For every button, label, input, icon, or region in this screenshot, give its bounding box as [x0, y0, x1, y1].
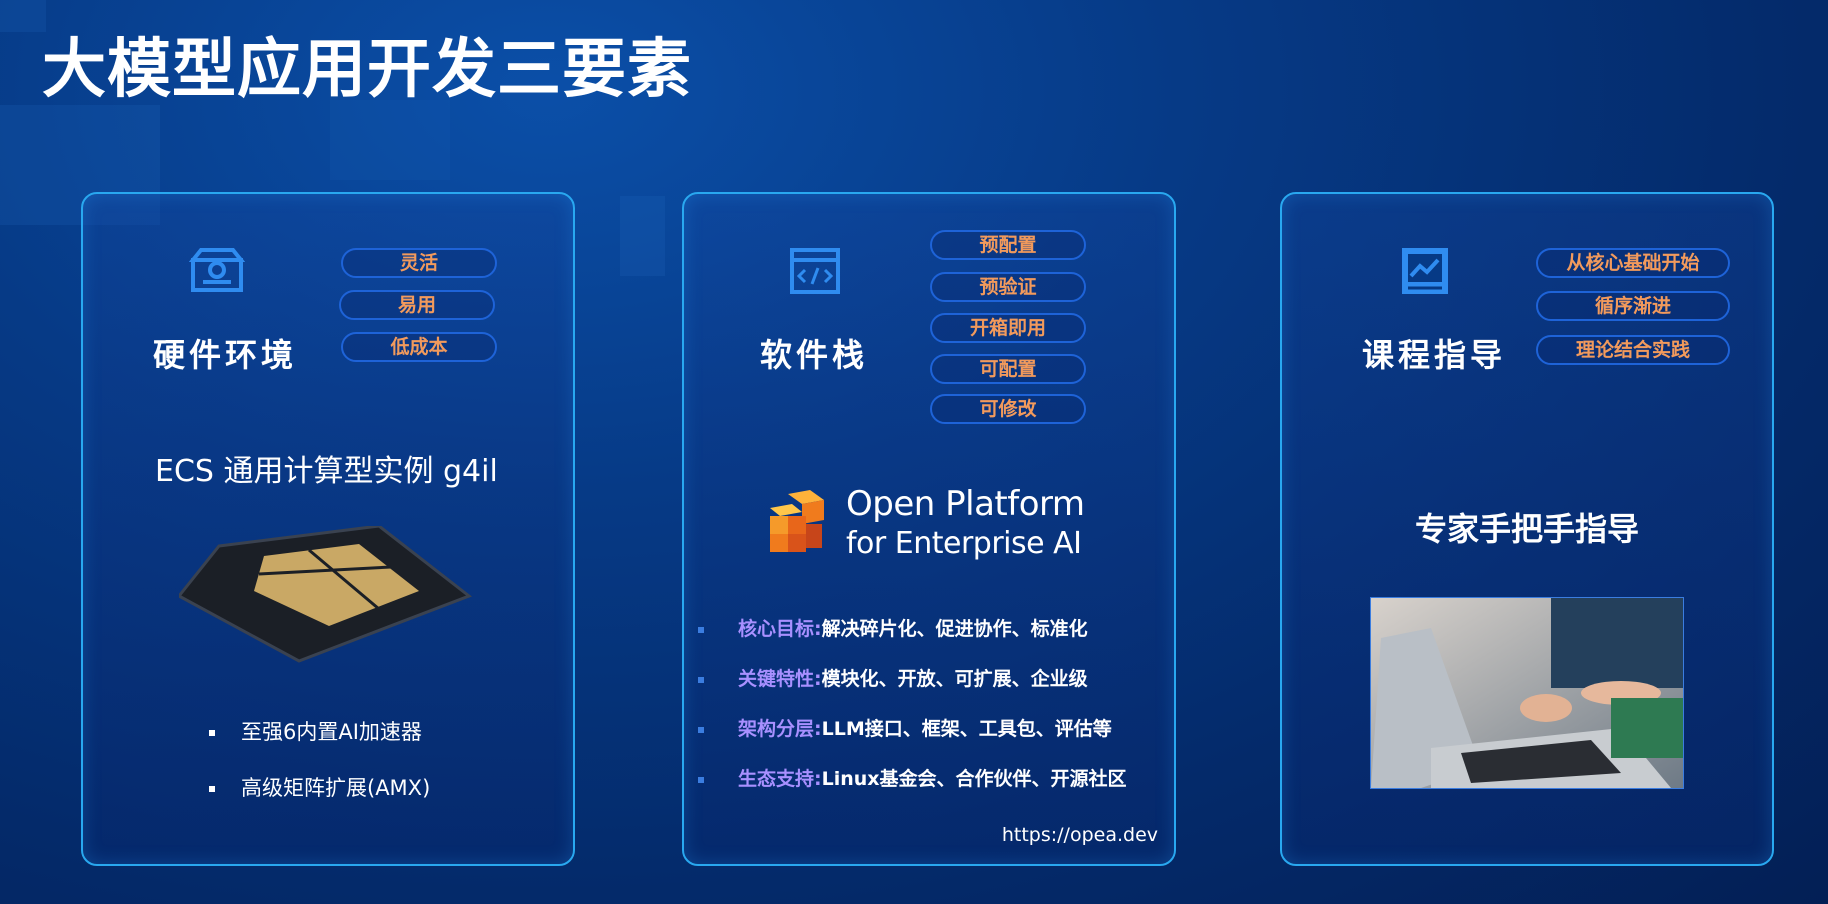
instance-subtitle: ECS 通用计算型实例 g4il: [155, 454, 498, 489]
opea-url-link[interactable]: https://opea.dev: [1001, 824, 1158, 846]
software-tag: 预验证: [930, 272, 1086, 302]
feature-item: 核心目标:解决碎片化、促进协作、标准化: [698, 614, 1088, 641]
software-tag: 开箱即用: [930, 313, 1086, 343]
hardware-tag: 易用: [339, 290, 495, 320]
software-card: 软件栈 预配置 预验证 开箱即用 可配置 可修改 Open Platform f…: [682, 192, 1176, 866]
feature-item: 架构分层:LLM接口、框架、工具包、评估等: [698, 714, 1112, 741]
opea-name-line1: Open Platform: [846, 484, 1085, 524]
processor-chip-image: [179, 526, 473, 663]
software-tag: 预配置: [930, 230, 1086, 260]
drive-icon: [189, 248, 245, 292]
opea-logo-icon: [770, 490, 824, 552]
chart-board-icon: [1402, 248, 1448, 294]
page-title: 大模型应用开发三要素: [42, 33, 692, 107]
course-heading: 课程指导: [1362, 336, 1507, 374]
hardware-bullet: 至强6内置AI加速器: [209, 716, 422, 746]
feature-item: 关键特性:模块化、开放、可扩展、企业级: [698, 664, 1088, 691]
hardware-tag: 灵活: [341, 248, 497, 278]
course-tag: 循序渐进: [1536, 291, 1730, 321]
expert-guidance-text: 专家手把手指导: [1415, 510, 1640, 548]
hardware-tag: 低成本: [341, 332, 497, 362]
code-window-icon: [790, 248, 840, 294]
laptop-teamwork-photo: [1370, 597, 1684, 789]
hardware-heading: 硬件环境: [153, 336, 298, 374]
software-heading: 软件栈: [760, 336, 869, 374]
hardware-bullet: 高级矩阵扩展(AMX): [209, 772, 430, 802]
course-tag: 从核心基础开始: [1536, 248, 1730, 278]
course-card: 课程指导 从核心基础开始 循序渐进 理论结合实践 专家手把手指导: [1280, 192, 1774, 866]
software-tag: 可配置: [930, 354, 1086, 384]
hardware-card: 硬件环境 灵活 易用 低成本 ECS 通用计算型实例 g4il 至强6内置AI加…: [81, 192, 575, 866]
software-tag: 可修改: [930, 394, 1086, 424]
opea-name-line2: for Enterprise AI: [846, 526, 1082, 561]
course-tag: 理论结合实践: [1536, 335, 1730, 365]
feature-item: 生态支持:Linux基金会、合作伙伴、开源社区: [698, 764, 1127, 791]
